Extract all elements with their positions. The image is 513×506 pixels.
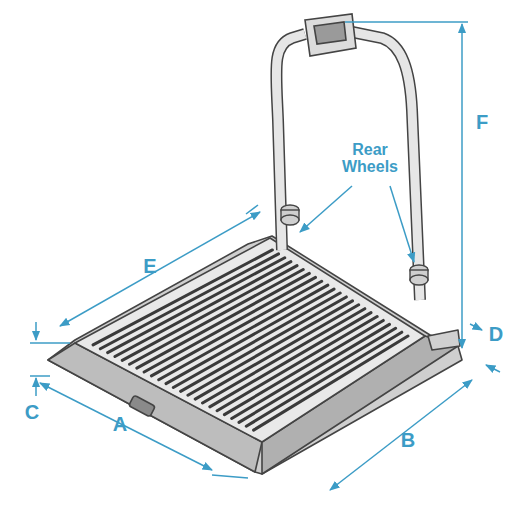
dimension-letter: B [396, 430, 420, 451]
dimension-letter: D [484, 324, 508, 345]
grating-slat [239, 328, 396, 422]
grating-slat [151, 281, 321, 376]
dimension-letter: E [138, 256, 162, 277]
dimension-letter: A [108, 414, 132, 435]
grating-slat [159, 285, 328, 380]
grating-slat [166, 289, 334, 384]
display-head [305, 14, 356, 56]
grating-slat [137, 273, 310, 368]
rear-wheel [281, 205, 428, 285]
dimension-lines [30, 22, 500, 490]
platform-base [48, 236, 462, 474]
grating-slat [173, 293, 340, 387]
grating-slat [232, 324, 390, 418]
dimension-letter: C [20, 402, 44, 423]
grating-slat [144, 277, 315, 372]
leader-lines [300, 186, 414, 262]
grating-slat [254, 336, 408, 430]
grating-slat [246, 332, 401, 426]
grating-slat [130, 270, 304, 365]
handrail [276, 32, 420, 300]
dimension-letter: F [470, 112, 494, 133]
grating-slats [93, 250, 408, 430]
callout-label: Rear Wheels [330, 142, 410, 176]
